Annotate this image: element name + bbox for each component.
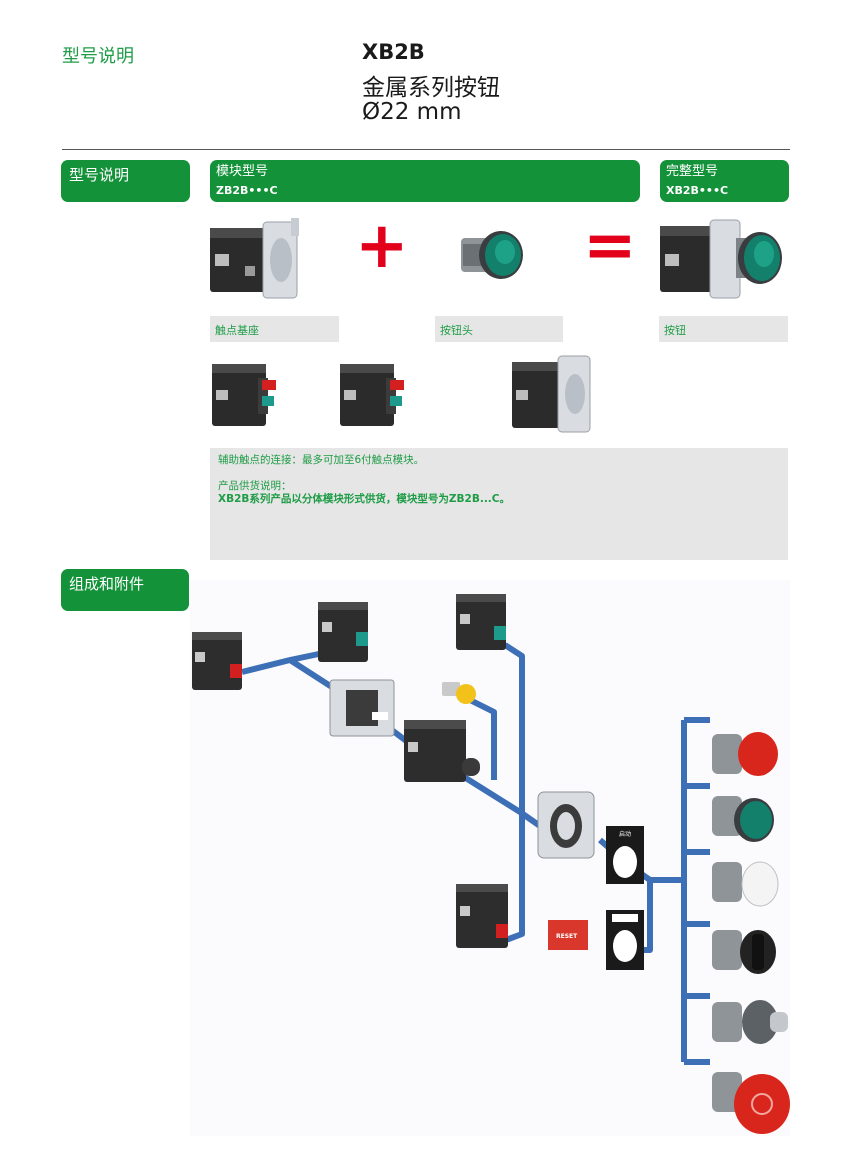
contact-base-with-modules-image — [512, 355, 591, 433]
indicator-bulb-image — [442, 682, 476, 704]
emergency-stop-head-image — [712, 1072, 790, 1134]
button-head-label: 按钮头 — [435, 316, 563, 342]
contact-module-image — [212, 364, 276, 426]
contact-module-image-2 — [340, 364, 404, 426]
note-line-supply-title: 产品供货说明： — [218, 480, 292, 492]
green-button-head-image — [712, 796, 774, 842]
red-button-head-image — [712, 732, 778, 776]
module-model-code: ZB2B•••C — [216, 184, 278, 197]
mounting-adapter-image — [329, 679, 395, 737]
section-tag-model-description: 型号说明 — [61, 160, 190, 202]
fixing-collar-image — [537, 791, 595, 859]
module-model-tag: 模块型号 ZB2B•••C — [210, 160, 640, 202]
reset-label-text: RESET — [556, 933, 578, 940]
header-divider — [62, 149, 790, 150]
contact-block-top-image — [318, 602, 368, 662]
light-module-image — [404, 720, 480, 782]
notes-panel: 辅助触点的连接：最多可加至6付触点模块。 产品供货说明： XB2B系列产品以分体… — [210, 448, 788, 560]
button-label: 按钮 — [659, 316, 788, 342]
contact-block-left-image — [192, 632, 242, 690]
model-diameter: Ø22 mm — [362, 99, 462, 125]
complete-model-code: XB2B•••C — [666, 184, 729, 197]
contact-block-bottom-image — [456, 884, 508, 948]
equals-symbol: = — [583, 209, 637, 283]
complete-button-image — [660, 219, 782, 299]
section-tag-components: 组成和附件 — [61, 569, 189, 611]
model-title: XB2B — [362, 40, 425, 64]
key-switch-head-image — [712, 1000, 788, 1044]
module-model-title: 模块型号 — [216, 164, 269, 179]
section-tag-label: 型号说明 — [69, 166, 130, 184]
contact-block-top-right-image — [456, 594, 506, 650]
page-section-title: 型号说明 — [62, 46, 134, 67]
reset-label-image: RESET — [548, 920, 588, 950]
note-line-supply-detail: XB2B系列产品以分体模块形式供货，模块型号为ZB2B...C。 — [218, 493, 511, 505]
push-button-head-image — [461, 231, 523, 279]
legend-plate-text: 启动 — [619, 830, 631, 838]
complete-model-title: 完整型号 — [666, 164, 719, 179]
contact-base-image — [210, 218, 299, 299]
contact-base-label: 触点基座 — [210, 316, 339, 342]
selector-switch-head-image — [712, 930, 776, 974]
model-subtitle: 金属系列按钮 — [362, 75, 500, 101]
white-button-head-image — [712, 861, 779, 907]
note-line-contacts: 辅助触点的连接：最多可加至6付触点模块。 — [218, 454, 425, 466]
section-tag-components-label: 组成和附件 — [69, 575, 145, 593]
legend-plate-start-image: 启动 — [606, 826, 644, 884]
complete-model-tag: 完整型号 XB2B•••C — [660, 160, 789, 202]
components-panel — [190, 580, 790, 1136]
plus-symbol: + — [355, 209, 409, 283]
legend-plate-blank-image — [606, 910, 644, 970]
